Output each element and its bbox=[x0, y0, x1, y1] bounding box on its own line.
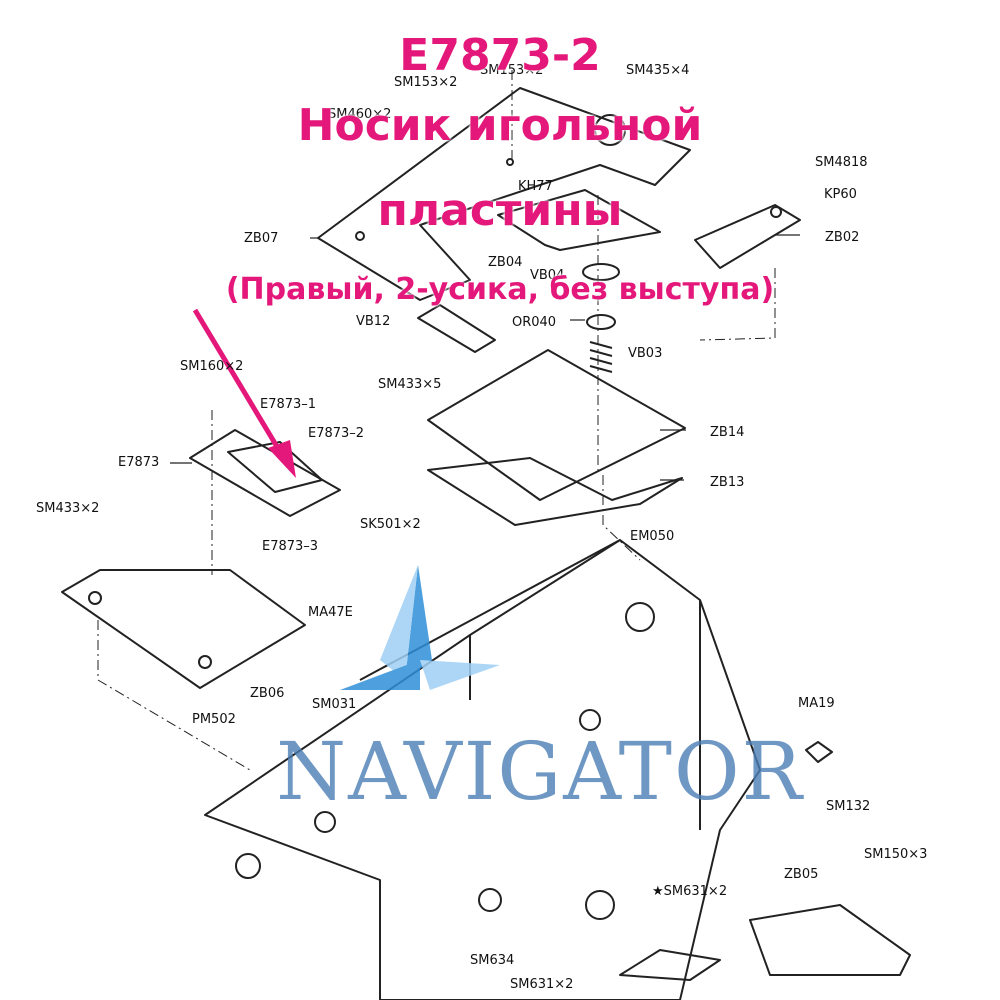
part-zb13 bbox=[427, 457, 683, 526]
part-label: SM153×2 bbox=[480, 63, 543, 78]
part-label: ZB02 bbox=[825, 230, 859, 245]
watermark-star-icon bbox=[340, 565, 500, 690]
part-label: VB03 bbox=[628, 346, 662, 361]
part-label: ZB04 bbox=[488, 255, 522, 270]
part-note: (Правый, 2-усика, без выступа) bbox=[225, 272, 775, 307]
part-zb06 bbox=[61, 569, 306, 689]
part-label: ZB14 bbox=[710, 425, 744, 440]
part-label: SM4818 bbox=[815, 155, 868, 170]
part-label: VB12 bbox=[356, 314, 390, 329]
part-label: ZB13 bbox=[710, 475, 744, 490]
part-zb07 bbox=[317, 87, 691, 301]
part-label: ZB07 bbox=[244, 231, 278, 246]
part-name-line1: Носик игольной bbox=[297, 100, 703, 151]
part-zb05 bbox=[749, 904, 911, 976]
part-label: SM460×2 bbox=[328, 107, 391, 122]
part-label: EM050 bbox=[630, 529, 674, 544]
machine-body bbox=[204, 539, 761, 1000]
part-label: MA47E bbox=[308, 605, 353, 620]
part-label: E7873–1 bbox=[260, 397, 316, 412]
part-label: SM631×2 bbox=[510, 977, 573, 992]
part-label: E7873–3 bbox=[262, 539, 318, 554]
part-label: E7873–2 bbox=[308, 426, 364, 441]
part-label: VB04 bbox=[530, 268, 564, 283]
part-label: SM150×3 bbox=[864, 847, 927, 862]
part-label: ZB05 bbox=[784, 867, 818, 882]
part-label: SM433×2 bbox=[36, 501, 99, 516]
part-label: OR040 bbox=[512, 315, 556, 330]
part-label: SK501×2 bbox=[360, 517, 421, 532]
part-name-line2: пластины bbox=[377, 185, 623, 236]
part-label: SM132 bbox=[826, 799, 870, 814]
pointer-arrow bbox=[192, 308, 296, 478]
part-label: KP60 bbox=[824, 187, 857, 202]
part-code-title: E7873-2 bbox=[399, 30, 601, 81]
part-label: SM160×2 bbox=[180, 359, 243, 374]
part-label: SM433×5 bbox=[378, 377, 441, 392]
part-label: E7873 bbox=[118, 455, 159, 470]
part-label: ★SM631×2 bbox=[652, 884, 727, 899]
part-ma19 bbox=[805, 741, 833, 763]
part-zb04 bbox=[497, 189, 661, 251]
part-zb14 bbox=[427, 349, 686, 501]
part-label: KH77 bbox=[518, 179, 553, 194]
watermark: NAVIGATOR bbox=[276, 725, 804, 818]
part-e7873 bbox=[189, 429, 341, 517]
part-label: MA19 bbox=[798, 696, 835, 711]
part-label: SM435×4 bbox=[626, 63, 689, 78]
part-vb12 bbox=[417, 304, 496, 353]
part-label: ZB06 bbox=[250, 686, 284, 701]
part-label: SM031 bbox=[312, 697, 356, 712]
part-label: SM634 bbox=[470, 953, 514, 968]
part-label: SM153×2 bbox=[394, 75, 457, 90]
part-label: PM502 bbox=[192, 712, 236, 727]
part-zb02 bbox=[694, 204, 801, 269]
